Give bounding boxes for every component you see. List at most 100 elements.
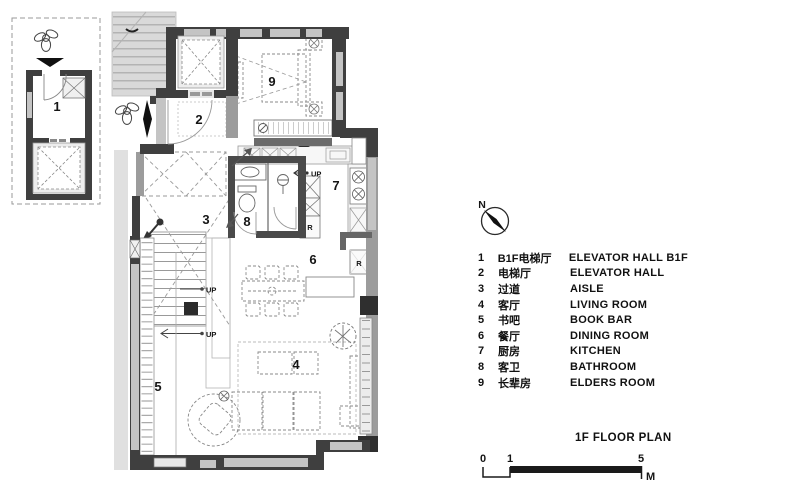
room-label-7: 7 xyxy=(332,178,339,193)
plant-icon xyxy=(329,322,357,350)
legend-number: 6 xyxy=(478,329,485,342)
elevator-shaft xyxy=(177,35,225,98)
legend-zh: 电梯厅 xyxy=(498,268,531,281)
legend-en: ELDERS ROOM xyxy=(570,376,656,389)
stair-void-x xyxy=(145,197,231,327)
legend-en: ELEVATOR HALL B1F xyxy=(568,251,688,264)
inset-duct-x xyxy=(62,77,86,99)
stove xyxy=(349,167,368,205)
scale-tick-0: 0 xyxy=(480,453,486,465)
toilet-bowl xyxy=(238,193,256,213)
scale-bar: 0 1 5 M xyxy=(480,453,655,483)
chair xyxy=(264,302,280,317)
tv-unit xyxy=(237,61,244,99)
exterior-band xyxy=(114,150,128,470)
corner-window xyxy=(351,137,367,165)
up-annotation-2: UP xyxy=(160,328,216,339)
room-label-2: 2 xyxy=(195,112,202,127)
legend-zh: 书吧 xyxy=(498,315,520,328)
legend-row: 5 书吧 BOOK BAR xyxy=(478,312,688,328)
windows xyxy=(131,29,376,468)
legend-row: 6 餐厅 DINING ROOM xyxy=(478,328,688,344)
inset-detail-b1f: 1 xyxy=(11,17,101,205)
scale-tick-5: 5 xyxy=(638,453,644,465)
legend-zh: 厨房 xyxy=(498,346,520,359)
exterior-stair xyxy=(111,11,177,97)
chair xyxy=(245,302,261,317)
legend-en: BOOK BAR xyxy=(570,314,633,327)
room9-entry-arrow xyxy=(231,148,252,167)
room-label-6: 6 xyxy=(309,252,316,267)
curtain-wall-panel xyxy=(359,317,373,435)
kitchen-counter-right xyxy=(347,163,369,237)
up-annotation-1: UP xyxy=(180,286,216,295)
legend-row: 4 客厅 LIVING ROOM xyxy=(478,297,688,313)
inset-window xyxy=(27,92,32,118)
legend-row: 3 过道 AISLE xyxy=(478,281,688,297)
dining-set xyxy=(241,265,305,317)
dining-table xyxy=(241,280,305,302)
sofa xyxy=(231,391,263,431)
room-label-3: 3 xyxy=(202,212,209,227)
sofa xyxy=(262,391,294,431)
legend-zh: 客卫 xyxy=(498,361,520,374)
chair xyxy=(283,302,299,317)
legend-zh: 过道 xyxy=(498,283,520,296)
sofa xyxy=(293,391,321,431)
compass-needle xyxy=(484,210,506,232)
left-wall-cabinet xyxy=(129,239,141,259)
north-compass: N xyxy=(478,199,510,236)
legend-en: BATHROOM xyxy=(570,360,637,373)
inset-elevator-car xyxy=(32,139,86,194)
legend-en: DINING ROOM xyxy=(570,329,650,342)
chair xyxy=(264,265,280,280)
legend-en: LIVING ROOM xyxy=(570,298,648,311)
coffee-table xyxy=(293,351,319,375)
room-label-4: 4 xyxy=(292,357,300,372)
legend-zh: B1F电梯厅 xyxy=(497,252,552,265)
room-label-8: 8 xyxy=(243,214,250,229)
legend-zh: 餐厅 xyxy=(498,330,520,343)
kitchen-sink xyxy=(325,147,351,163)
scale-unit: M xyxy=(646,471,655,483)
legend-number: 5 xyxy=(478,314,485,327)
plan-title: 1F FLOOR PLAN xyxy=(575,432,672,444)
legend-number: 9 xyxy=(478,376,485,389)
main-entry-arrow-icon xyxy=(143,100,152,138)
up-label: UP xyxy=(311,170,321,179)
chair xyxy=(283,265,299,280)
sideboard xyxy=(305,276,355,298)
stair-direction-mark xyxy=(125,28,139,33)
person-icon xyxy=(33,29,59,52)
legend-number: 3 xyxy=(478,282,485,295)
inset-border xyxy=(11,17,101,205)
stairs xyxy=(142,197,231,389)
fridge-label: R xyxy=(307,223,313,232)
bathroom-fixtures xyxy=(233,163,289,213)
nightstand-lamps xyxy=(308,37,320,115)
entry-arrow-icon xyxy=(36,58,64,67)
room-label-5: 5 xyxy=(154,379,161,394)
inset-door-arc xyxy=(43,73,67,101)
legend-en: AISLE xyxy=(570,282,604,295)
bathroom-door-arc xyxy=(233,211,257,235)
legend-en: ELEVATOR HALL xyxy=(570,267,665,280)
legend-zh: 客厅 xyxy=(498,299,520,312)
fridge-label-2: R xyxy=(356,259,362,268)
elders-room-furniture xyxy=(237,35,323,117)
legend-number: 8 xyxy=(478,360,485,373)
legend-number: 4 xyxy=(478,298,485,311)
bathroom-entry-arrow xyxy=(226,213,239,228)
up-label: UP xyxy=(206,286,216,295)
nightstand xyxy=(305,101,323,117)
legend-number: 7 xyxy=(478,345,485,358)
up-label: UP xyxy=(206,330,216,339)
room-label-1: 1 xyxy=(53,99,60,114)
